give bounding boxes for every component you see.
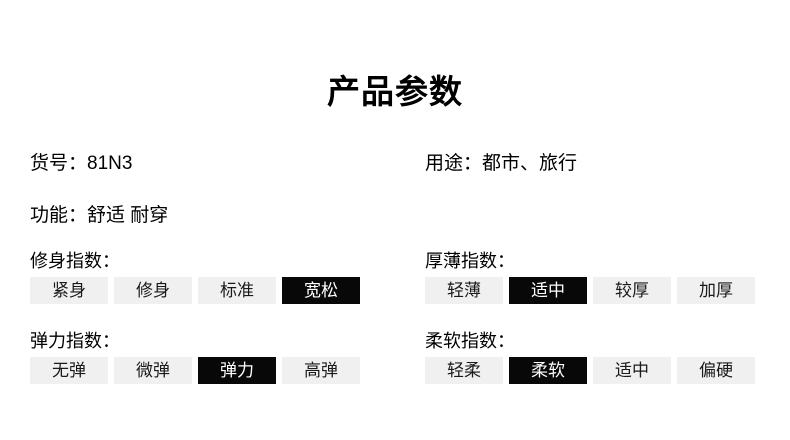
spec-fit-options: 紧身 修身 标准 宽松: [30, 277, 410, 304]
spec-thickness-label: 厚薄指数：: [425, 251, 515, 271]
page-title: 产品参数: [327, 73, 463, 110]
spec-softness-option-0[interactable]: 轻柔: [425, 357, 503, 384]
function-value: 舒适 耐穿: [87, 205, 169, 226]
spec-thickness-options: 轻薄 适中 较厚 加厚: [425, 277, 790, 304]
spec-softness-options: 轻柔 柔软 适中 偏硬: [425, 357, 790, 384]
spec-elasticity-option-1[interactable]: 微弹: [114, 357, 192, 384]
left-column: 货号：81N3 功能：舒适 耐穿 修身指数： 紧身 修身 标准 宽松 弹力指数：…: [30, 0, 410, 440]
spec-thickness-option-1[interactable]: 适中: [509, 277, 587, 304]
spec-elasticity-option-3[interactable]: 高弹: [282, 357, 360, 384]
spec-elasticity-options: 无弹 微弹 弹力 高弹: [30, 357, 410, 384]
spec-fit: 修身指数： 紧身 修身 标准 宽松: [30, 250, 410, 304]
spec-softness-option-3[interactable]: 偏硬: [677, 357, 755, 384]
spec-thickness-option-2[interactable]: 较厚: [593, 277, 671, 304]
usage-label: 用途：: [425, 153, 483, 174]
item-number-value: 81N3: [87, 153, 133, 174]
spec-elasticity-option-2[interactable]: 弹力: [198, 357, 276, 384]
spec-fit-label: 修身指数：: [30, 251, 120, 271]
usage-line: 用途：都市、旅行: [425, 152, 577, 176]
spec-softness-option-1[interactable]: 柔软: [509, 357, 587, 384]
usage-value: 都市、旅行: [482, 153, 578, 174]
spec-elasticity-label: 弹力指数：: [30, 331, 120, 351]
spec-softness-option-2[interactable]: 适中: [593, 357, 671, 384]
item-number-label: 货号：: [30, 153, 88, 174]
function-line: 功能：舒适 耐穿: [30, 204, 168, 228]
item-number-line: 货号：81N3: [30, 152, 132, 176]
right-column: 用途：都市、旅行 厚薄指数： 轻薄 适中 较厚 加厚 柔软指数： 轻柔 柔软 适…: [425, 0, 790, 440]
spec-fit-option-0[interactable]: 紧身: [30, 277, 108, 304]
spec-fit-option-1[interactable]: 修身: [114, 277, 192, 304]
spec-thickness: 厚薄指数： 轻薄 适中 较厚 加厚: [425, 250, 790, 304]
spec-softness-label: 柔软指数：: [425, 331, 515, 351]
spec-softness: 柔软指数： 轻柔 柔软 适中 偏硬: [425, 330, 790, 384]
spec-fit-option-2[interactable]: 标准: [198, 277, 276, 304]
spec-thickness-option-3[interactable]: 加厚: [677, 277, 755, 304]
spec-thickness-option-0[interactable]: 轻薄: [425, 277, 503, 304]
spec-elasticity: 弹力指数： 无弹 微弹 弹力 高弹: [30, 330, 410, 384]
function-label: 功能：: [30, 205, 88, 226]
spec-fit-option-3[interactable]: 宽松: [282, 277, 360, 304]
spec-elasticity-option-0[interactable]: 无弹: [30, 357, 108, 384]
